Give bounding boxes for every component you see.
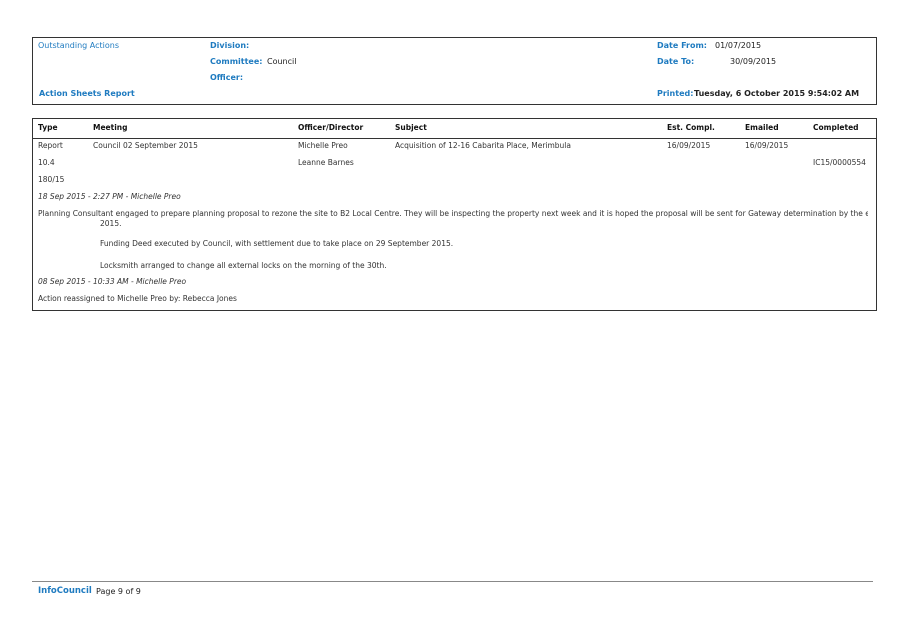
- note-text: Funding Deed executed by Council, with s…: [100, 239, 454, 248]
- row-meeting: Council 02 September 2015: [93, 141, 198, 150]
- report-header: Outstanding Actions Division: Committee:…: [32, 37, 877, 105]
- footer-divider: [32, 581, 873, 582]
- row-subject: Acquisition of 12-16 Cabarita Place, Mer…: [395, 141, 571, 150]
- row-resolution: 180/15: [38, 175, 65, 184]
- committee-value: Council: [267, 57, 297, 66]
- note-text: Locksmith arranged to change all externa…: [100, 261, 387, 270]
- column-header-type: Type: [38, 123, 58, 132]
- division-label: Division:: [210, 41, 250, 50]
- row-est-compl: 16/09/2015: [667, 141, 711, 150]
- date-to-label: Date To:: [657, 57, 695, 66]
- page-number: Page 9 of 9: [96, 587, 141, 596]
- column-header-est-compl: Est. Compl.: [667, 123, 715, 132]
- row-officer: Michelle Preo: [298, 141, 348, 150]
- note-text-continued: 2015.: [100, 219, 122, 228]
- row-type: Report: [38, 141, 63, 150]
- row-item-number: 10.4: [38, 158, 55, 167]
- footer-brand: InfoCouncil: [38, 586, 92, 596]
- report-group-label: Outstanding Actions: [38, 41, 119, 50]
- report-title: Action Sheets Report: [39, 89, 135, 98]
- note-text: Planning Consultant engaged to prepare p…: [38, 209, 868, 218]
- column-header-officer: Officer/Director: [298, 123, 364, 132]
- column-header-meeting: Meeting: [93, 123, 128, 132]
- row-director: Leanne Barnes: [298, 158, 354, 167]
- date-from-label: Date From:: [657, 41, 708, 50]
- row-emailed: 16/09/2015: [745, 141, 789, 150]
- note-text: Action reassigned to Michelle Preo by: R…: [38, 294, 237, 303]
- column-header-emailed: Emailed: [745, 123, 779, 132]
- date-to-value: 30/09/2015: [730, 57, 777, 66]
- action-table: Type Meeting Officer/Director Subject Es…: [32, 118, 877, 311]
- note-heading: 18 Sep 2015 - 2:27 PM - Michelle Preo: [38, 192, 181, 201]
- date-from-value: 01/07/2015: [715, 41, 762, 50]
- header-divider: [33, 138, 876, 139]
- row-reference: IC15/0000554: [813, 158, 866, 167]
- officer-label: Officer:: [210, 73, 244, 82]
- column-header-subject: Subject: [395, 123, 427, 132]
- note-heading: 08 Sep 2015 - 10:33 AM - Michelle Preo: [38, 277, 187, 286]
- printed-value: Tuesday, 6 October 2015 9:54:02 AM: [694, 89, 860, 98]
- committee-label: Committee:: [210, 57, 263, 66]
- column-header-completed: Completed: [813, 123, 859, 132]
- printed-label: Printed:: [657, 89, 694, 98]
